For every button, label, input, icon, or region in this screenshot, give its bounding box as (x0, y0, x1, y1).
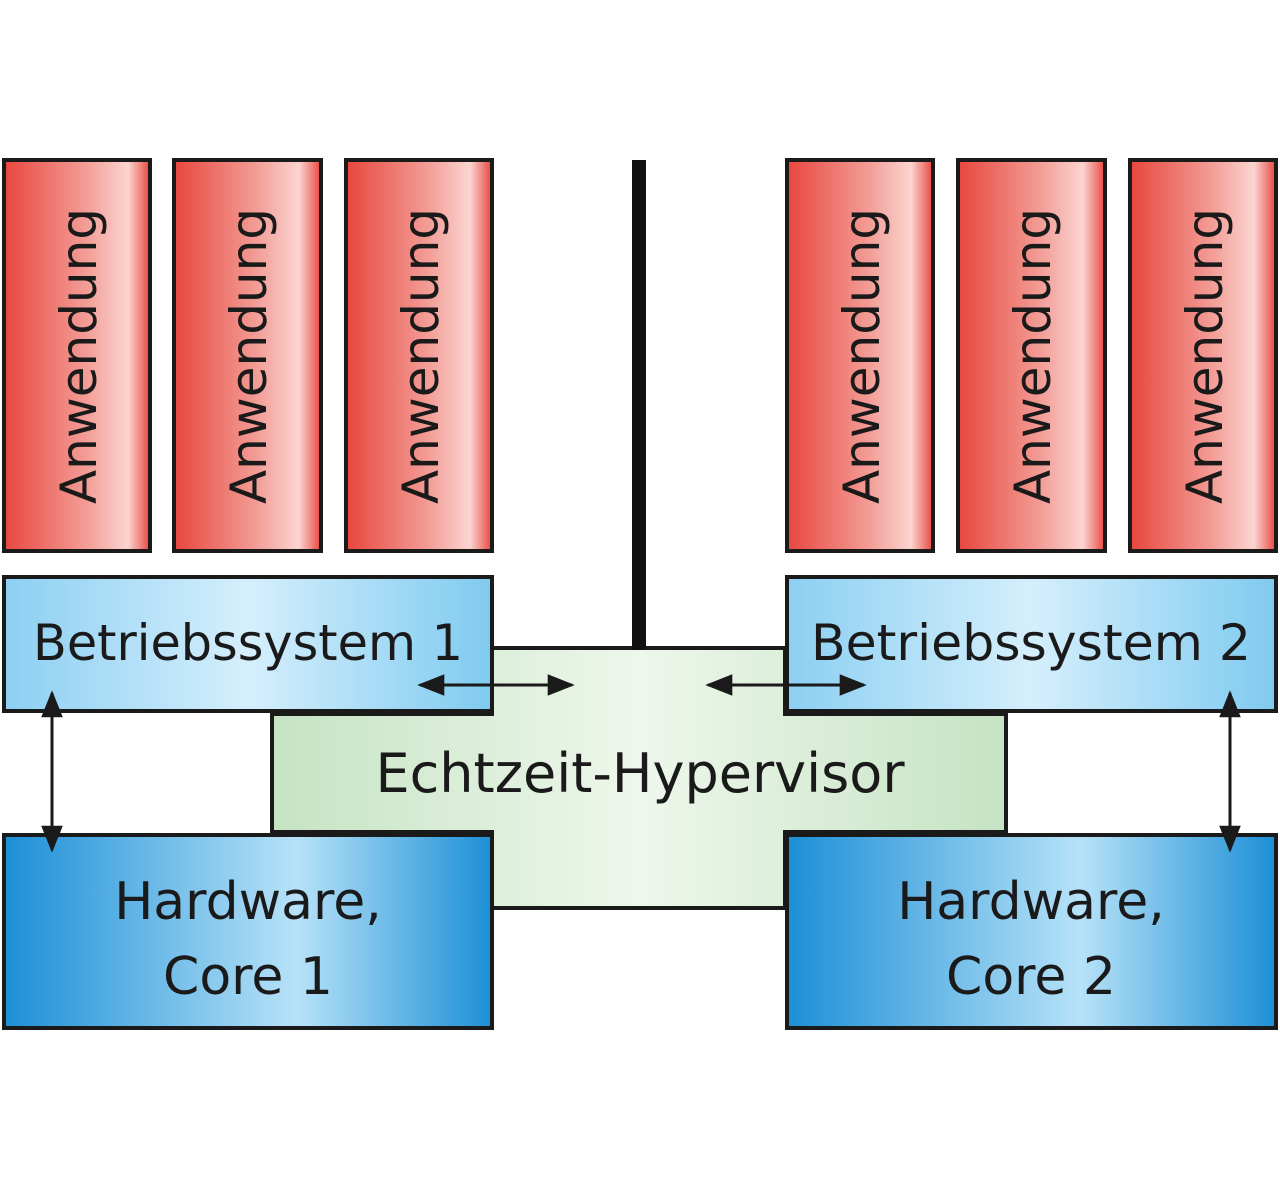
app-label: Anwendung (50, 208, 108, 504)
app-block: Anwendung (172, 158, 323, 553)
hardware-core-2-line1: Hardware, (897, 872, 1165, 932)
hardware-core-1-block: Hardware, Core 1 (2, 833, 494, 1030)
hardware-core-2-block: Hardware, Core 2 (785, 833, 1278, 1030)
app-block: Anwendung (956, 158, 1107, 553)
app-label: Anwendung (1004, 208, 1062, 504)
hardware-core-2-line2: Core 2 (946, 947, 1116, 1007)
app-label: Anwendung (392, 208, 450, 504)
hardware-core-1-line2: Core 1 (163, 947, 333, 1007)
app-block: Anwendung (2, 158, 152, 553)
hardware-core-1-line1: Hardware, (114, 872, 382, 932)
app-block: Anwendung (785, 158, 935, 553)
app-label: Anwendung (833, 208, 891, 504)
os-1-block: Betriebssystem 1 (2, 575, 494, 713)
right-apps: Anwendung Anwendung Anwendung (785, 158, 1278, 553)
os-2-block: Betriebssystem 2 (785, 575, 1278, 713)
os-2-label: Betriebssystem 2 (811, 614, 1251, 672)
hypervisor-block: Echtzeit-Hypervisor (270, 646, 1008, 910)
app-block: Anwendung (1128, 158, 1278, 553)
os-1-label: Betriebssystem 1 (33, 614, 463, 672)
app-label: Anwendung (220, 208, 278, 504)
hypervisor-label: Echtzeit-Hypervisor (375, 742, 905, 805)
app-block: Anwendung (344, 158, 494, 553)
app-label: Anwendung (1176, 208, 1234, 504)
left-apps: Anwendung Anwendung Anwendung (2, 158, 494, 553)
